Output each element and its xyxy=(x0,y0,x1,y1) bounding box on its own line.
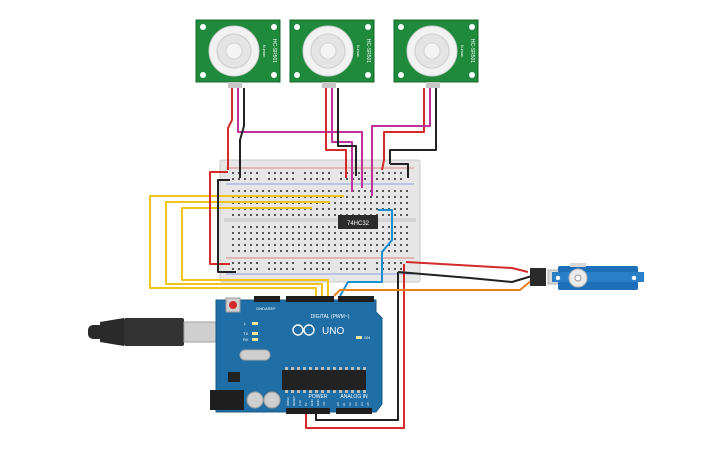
analog-pin-label: A2 xyxy=(348,402,352,406)
digital-label: DIGITAL (PWM~) xyxy=(311,314,350,320)
arduino-logo xyxy=(292,324,315,336)
arduino-uno: DIGITAL (PWM~) AREF GND UNO L TX RX ON xyxy=(210,296,383,414)
pir-sensor-3: HC-SR501 Kuman xyxy=(393,19,479,88)
analog-pin-label: A5 xyxy=(366,402,370,406)
wire-servo-signal xyxy=(333,279,533,297)
analog-pin-label: A4 xyxy=(360,402,364,406)
power-pin-label: 5V xyxy=(304,402,308,406)
wire-rail-gnd xyxy=(390,163,409,178)
gnd-label: GND xyxy=(256,306,265,311)
wire-gnd xyxy=(217,179,236,273)
wire-pir2-vcc xyxy=(325,88,347,178)
analog-pin-label: A3 xyxy=(354,402,358,406)
wire-pir1-vcc xyxy=(227,88,233,170)
power-pin-label: GND xyxy=(316,399,320,407)
tx-label: TX xyxy=(243,331,248,336)
wire-blue-out xyxy=(339,228,393,297)
wire-pir1-gnd xyxy=(239,88,245,178)
pir-brand-label: Kuman xyxy=(356,45,361,58)
wire-pir3-out xyxy=(371,88,431,196)
pir-sensor-1: HC-SR501 Kuman xyxy=(195,19,281,88)
analog-pin-label: A1 xyxy=(342,402,346,406)
pir-side-label: HC-SR501 xyxy=(365,39,371,63)
wire-servo-gnd xyxy=(397,271,533,283)
uno-logo: UNO xyxy=(322,326,344,337)
power-pin-label: GND xyxy=(310,399,314,407)
power-label: POWER xyxy=(309,394,328,400)
wires xyxy=(149,88,533,429)
wire-yellow-2 xyxy=(165,201,330,296)
pir-sensor-2: HC-SR501 Kuman xyxy=(289,19,375,88)
analog-pin-label: A0 xyxy=(336,402,340,406)
rx-label: RX xyxy=(243,337,249,342)
ic-label: 74HC32 xyxy=(347,221,370,227)
power-pin-label: 3.3V xyxy=(298,400,302,406)
wire-arduino-5v xyxy=(305,264,405,429)
servo-motor xyxy=(530,263,644,290)
wire-yellow-1 xyxy=(149,195,344,296)
pir-brand-label: Kuman xyxy=(460,45,465,58)
wire-pir3-gnd xyxy=(389,88,437,164)
analog-label: ANALOG IN xyxy=(340,394,368,400)
power-pin-label: IOREF xyxy=(286,397,290,406)
on-label: ON xyxy=(364,335,370,340)
power-pin-label: RESET xyxy=(292,396,296,406)
power-pin-label: Vin xyxy=(322,401,326,406)
wire-pir2-out xyxy=(331,88,353,192)
wire-pir2-gnd xyxy=(337,88,357,176)
wire-pir3-vcc xyxy=(381,88,425,171)
l-label: L xyxy=(244,321,247,326)
ic-74hc32: 74HC32 xyxy=(338,215,378,229)
wire-arduino-gnd xyxy=(315,272,399,421)
wire-5v xyxy=(209,171,230,265)
wire-servo-vcc xyxy=(405,261,529,273)
chip-pins xyxy=(285,367,366,393)
pir-brand-label: Kuman xyxy=(262,45,267,58)
usb-cable xyxy=(88,318,223,346)
wire-yellow-3 xyxy=(181,207,329,296)
pir-side-label: HC-SR501 xyxy=(469,39,475,63)
breadboard xyxy=(219,159,421,283)
aref-label: AREF xyxy=(265,306,276,311)
pir-side-label: HC-SR501 xyxy=(271,39,277,63)
wire-blue xyxy=(378,209,393,228)
wire-pir1-out xyxy=(237,88,363,188)
